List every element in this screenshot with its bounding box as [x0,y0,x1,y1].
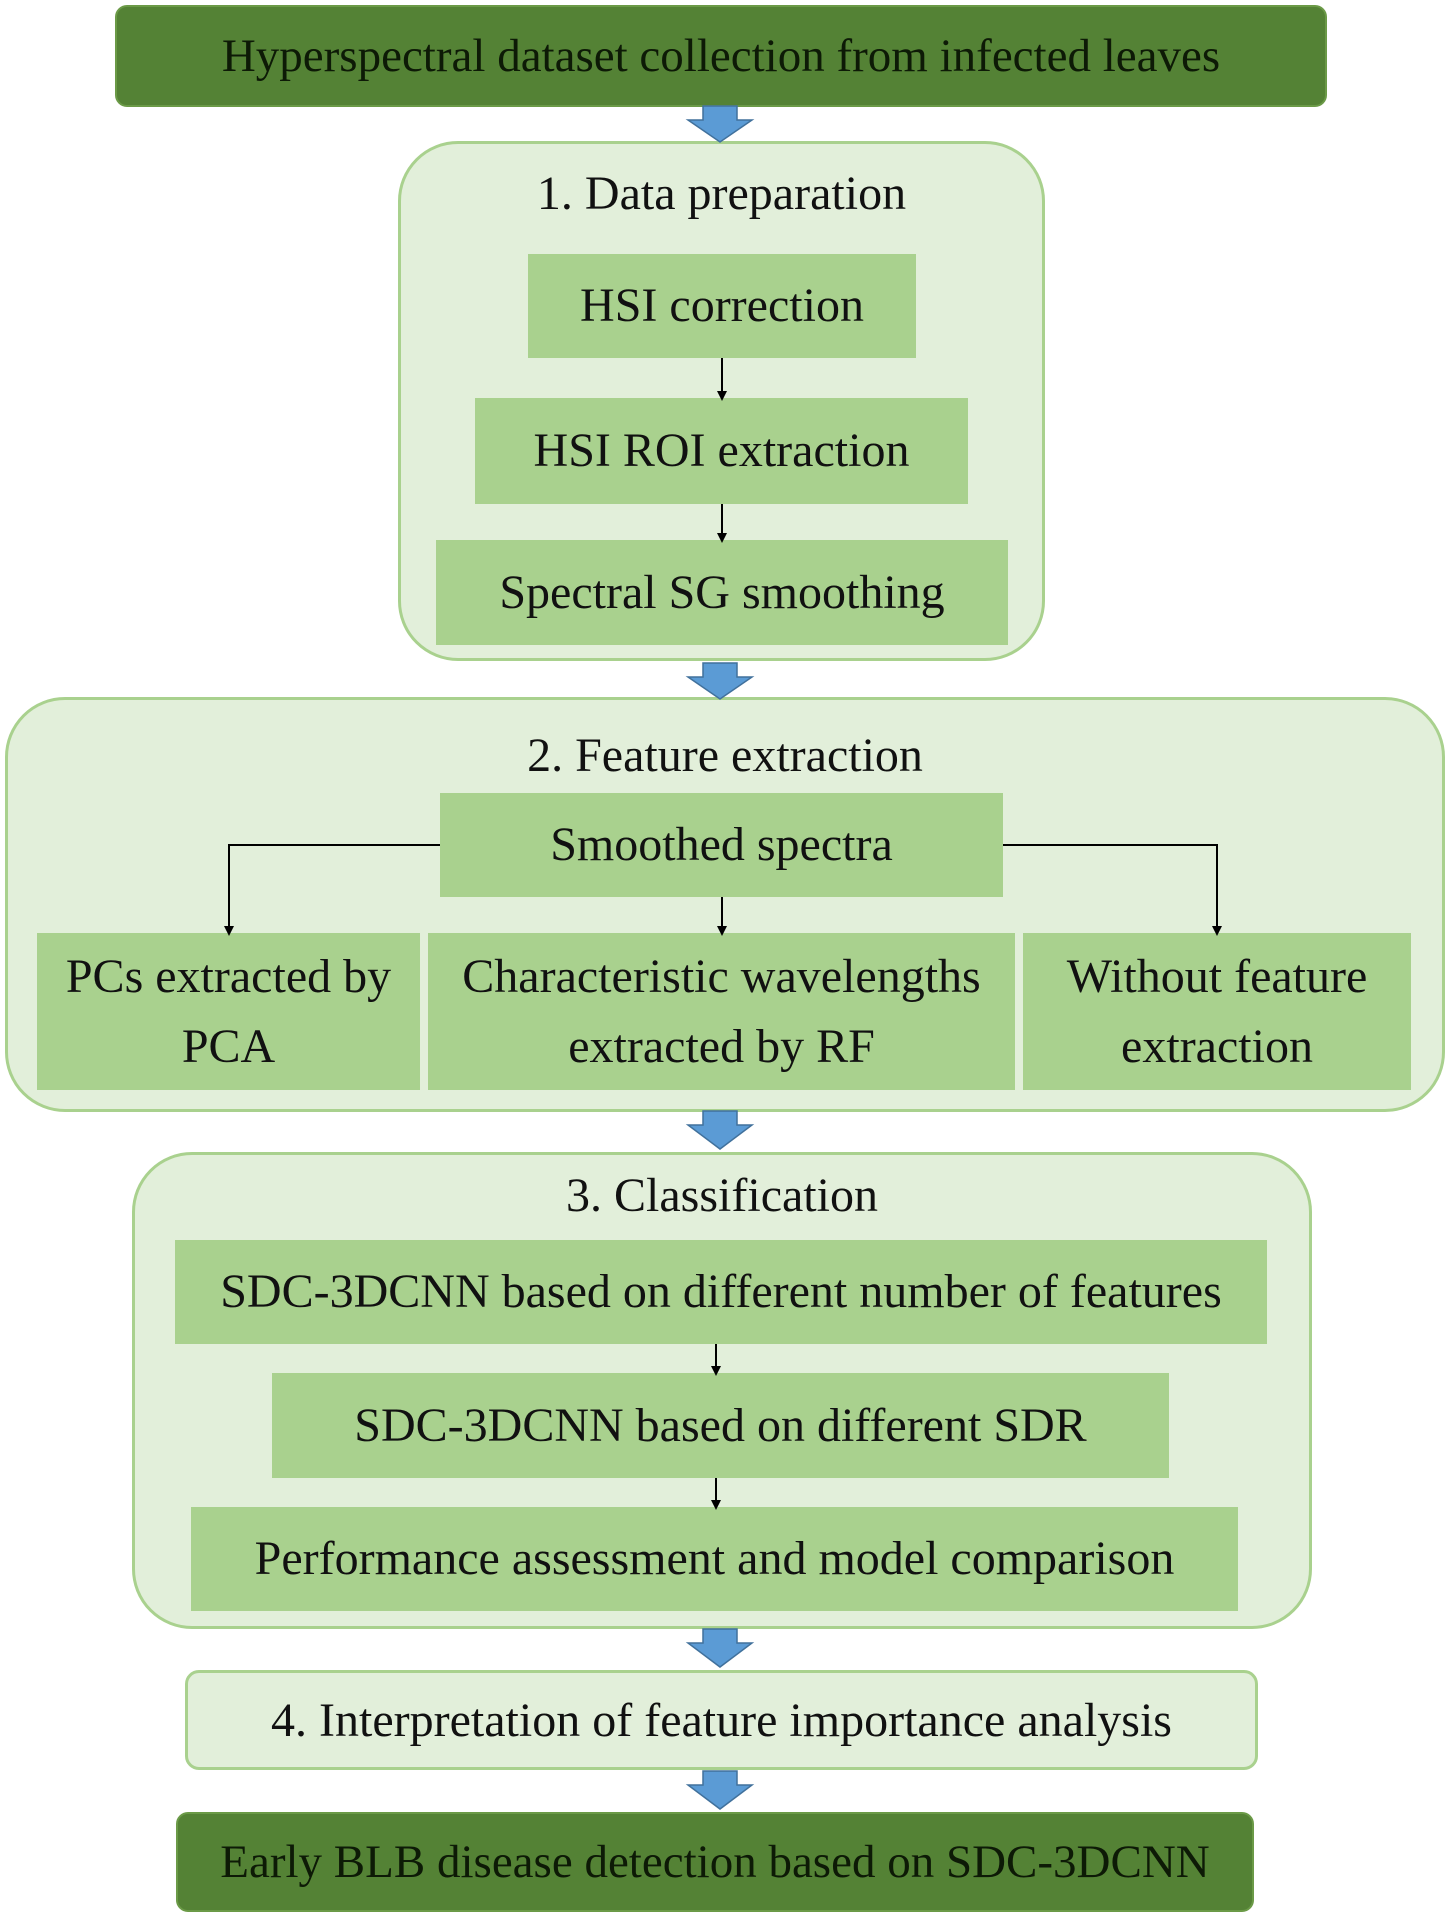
stage-arrow-icon [685,1110,755,1150]
branch-label-line2: extraction [1121,1019,1313,1073]
stage3-title: 3. Classification [566,1169,878,1222]
top-banner: Hyperspectral dataset collection from in… [115,5,1327,107]
stage4-title: 4. Interpretation of feature importance … [271,1693,1172,1747]
stage1-step-hsi-correction: HSI correction [528,254,916,358]
top-banner-text: Hyperspectral dataset collection from in… [221,30,1221,82]
stage3-step-label: Performance assessment and model compari… [254,1532,1175,1586]
stage2-branch-pca: PCs extracted by PCA [37,933,420,1090]
branch-label-line2: PCA [181,1019,276,1073]
branch-label-line1: Without feature [1066,949,1368,1003]
connector-arrow [1003,844,1222,936]
connector-arrow [224,844,440,936]
stage1-step-label: HSI ROI extraction [533,424,910,478]
stage3-step-label: SDC-3DCNN based on different SDR [354,1398,1087,1452]
stage2-title: 2. Feature extraction [527,729,923,782]
stage1-step-label: Spectral SG smoothing [499,565,945,619]
stage2-source-smoothed-spectra: Smoothed spectra [440,793,1003,897]
stage-arrow-icon [685,662,755,700]
branch-label-line1: Characteristic wavelengths [462,949,981,1003]
stage2-branch-rf: Characteristic wavelengths extracted by … [428,933,1015,1090]
stage3-step-sdr: SDC-3DCNN based on different SDR [272,1373,1169,1478]
stage1-step-roi-extraction: HSI ROI extraction [475,398,968,504]
stage-arrow-icon [685,1770,755,1810]
stage-arrow-icon [685,105,755,143]
stage3-step-label: SDC-3DCNN based on different number of f… [220,1265,1222,1319]
bottom-banner-text: Early BLB disease detection based on SDC… [220,1836,1210,1888]
branch-label-line2: extracted by RF [568,1019,875,1073]
bottom-banner: Early BLB disease detection based on SDC… [176,1812,1254,1912]
stage2-branch-none: Without feature extraction [1023,933,1411,1090]
stage4-box: 4. Interpretation of feature importance … [185,1670,1258,1770]
stage1-title: 1. Data preparation [536,167,907,220]
stage3-step-num-features: SDC-3DCNN based on different number of f… [175,1240,1267,1344]
stage1-step-sg-smoothing: Spectral SG smoothing [436,540,1008,645]
branch-label-line1: PCs extracted by [65,949,392,1003]
stage1-step-label: HSI correction [580,279,864,333]
stage-arrow-icon [685,1628,755,1668]
stage3-step-assessment: Performance assessment and model compari… [191,1507,1238,1611]
stage2-source-label: Smoothed spectra [550,818,893,872]
